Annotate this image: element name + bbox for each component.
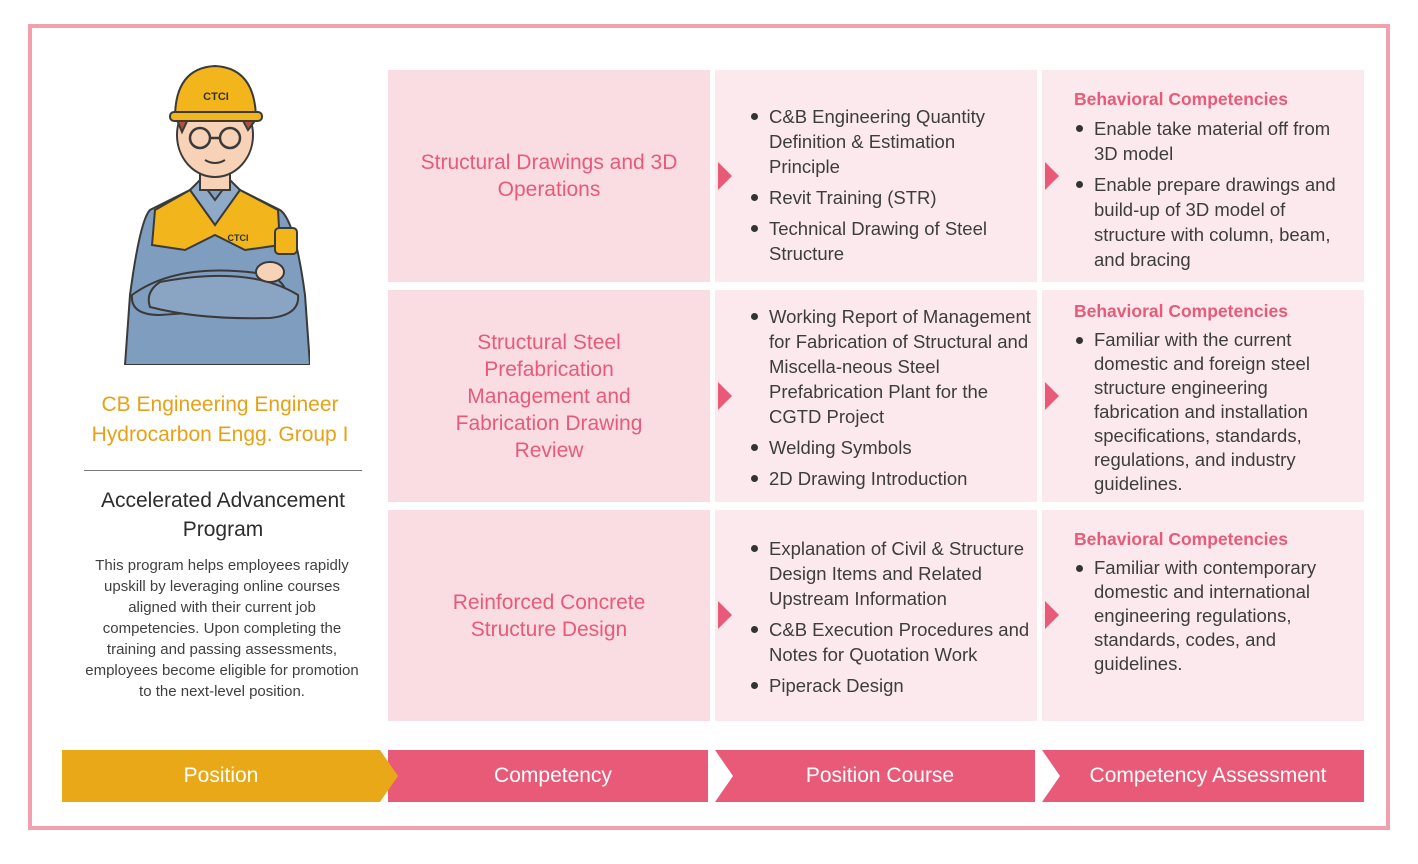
assessment-heading: Behavioral Competencies [1074, 89, 1288, 109]
program-title-line2: Program [182, 518, 264, 541]
arrow-icon [1045, 601, 1059, 629]
course-cell: Working Report of Management for Fabrica… [715, 290, 1037, 502]
divider [84, 470, 362, 471]
competency-cell: Reinforced Concrete Structure Design [388, 510, 710, 721]
course-cell: C&B Engineering Quantity Definition & Es… [715, 70, 1037, 282]
svg-text:CTCI: CTCI [228, 233, 249, 243]
course-item: Working Report of Management for Fabrica… [751, 304, 1031, 429]
footer-assessment: Competency Assessment [1042, 750, 1364, 802]
competency-cell: Structural Steel Prefabrication Manageme… [388, 290, 710, 502]
course-item: Revit Training (STR) [751, 185, 1031, 210]
assessment-item: Familiar with contemporary domestic and … [1076, 556, 1356, 676]
footer-competency-label: Competency [494, 764, 612, 787]
footer-course: Position Course [715, 750, 1035, 802]
course-item: Explanation of Civil & Structure Design … [751, 536, 1033, 611]
arrow-icon [1045, 382, 1059, 410]
footer-position: Position [62, 750, 380, 802]
footer-position-label: Position [183, 764, 259, 787]
position-title: CB Engineering Engineer Hydrocarbon Engg… [40, 390, 400, 450]
course-item: C&B Execution Procedures and Notes for Q… [751, 617, 1033, 667]
course-item: Technical Drawing of Steel Structure [751, 216, 1031, 266]
engineer-illustration: CTCI CTCI [123, 64, 310, 365]
competency-label: Structural Steel Prefabrication Manageme… [455, 330, 643, 462]
arrow-icon [718, 382, 732, 410]
assessment-cell: Behavioral Competencies Familiar with co… [1042, 510, 1364, 721]
arrow-icon [718, 162, 732, 190]
competency-cell: Structural Drawings and 3D Operations [388, 70, 710, 282]
assessment-cell: Behavioral Competencies Familiar with th… [1042, 290, 1364, 502]
competency-label: Reinforced Concrete Structure Design [452, 590, 646, 641]
position-title-line2: Hydrocarbon Engg. Group I [91, 423, 349, 446]
chevron-icon [1042, 750, 1060, 802]
chevron-icon [715, 750, 733, 802]
footer-competency: Competency [380, 750, 708, 802]
course-item: 2D Drawing Introduction [751, 466, 1031, 491]
program-title-line1: Accelerated Advancement [101, 489, 345, 512]
program-title: Accelerated Advancement Program [58, 486, 388, 544]
course-item: Piperack Design [751, 673, 1033, 698]
course-item: Welding Symbols [751, 435, 1031, 460]
chevron-icon [380, 750, 398, 802]
position-title-line1: CB Engineering Engineer [101, 393, 339, 416]
assessment-item: Enable take material off from 3D model [1076, 116, 1356, 166]
course-cell: Explanation of Civil & Structure Design … [715, 510, 1037, 721]
course-item: C&B Engineering Quantity Definition & Es… [751, 104, 1031, 179]
arrow-icon [1045, 162, 1059, 190]
competency-label: Structural Drawings and 3D Operations [420, 151, 678, 201]
assessment-item: Enable prepare drawings and build-up of … [1076, 172, 1356, 272]
outer-frame [28, 24, 1390, 830]
footer-course-label: Position Course [805, 764, 955, 787]
program-description: This program helps employees rapidly ups… [85, 557, 359, 700]
assessment-heading: Behavioral Competencies [1074, 301, 1288, 321]
helmet-logo: CTCI [203, 91, 229, 103]
assessment-cell: Behavioral Competencies Enable take mate… [1042, 70, 1364, 282]
assessment-item: Familiar with the current domestic and f… [1076, 328, 1356, 496]
footer-assessment-label: Competency Assessment [1089, 764, 1327, 787]
arrow-icon [718, 601, 732, 629]
assessment-heading: Behavioral Competencies [1074, 529, 1288, 549]
